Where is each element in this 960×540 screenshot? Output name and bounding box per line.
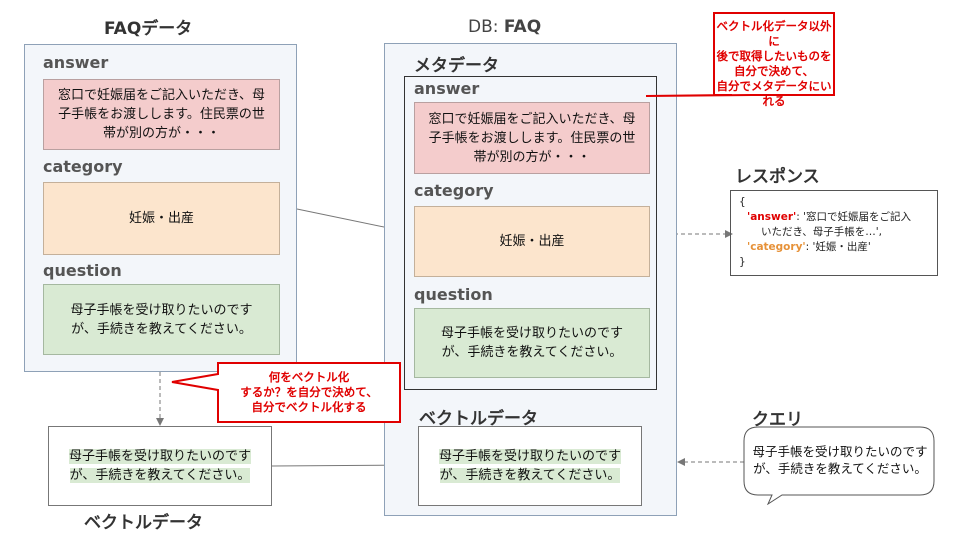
left-vector-box: 母子手帳を受け取りたいのですが、手続きを教えてください。 bbox=[48, 426, 272, 506]
query-title: クエリ bbox=[752, 410, 803, 430]
response-title: レスポンス bbox=[735, 167, 820, 187]
faq-question-text: 母子手帳を受け取りたいのですが、手続きを教えてください。 bbox=[70, 302, 253, 337]
faq-data-title: FAQデータ bbox=[104, 19, 193, 39]
db-category-text: 妊娠・出産 bbox=[499, 234, 565, 249]
query-bubble bbox=[743, 426, 935, 505]
faq-category-text: 妊娠・出産 bbox=[128, 211, 194, 226]
db-question-label: question bbox=[414, 285, 493, 304]
left-vector-text: 母子手帳を受け取りたいのですが、手続きを教えてください。 bbox=[68, 449, 251, 483]
db-vector-title: ベクトルデータ bbox=[419, 409, 538, 429]
left-vector-title: ベクトルデータ bbox=[84, 513, 203, 533]
db-vector-box: 母子手帳を受け取りたいのですが、手続きを教えてください。 bbox=[418, 426, 642, 506]
faq-category-label: category bbox=[43, 157, 123, 176]
callout-mid-text: 何をベクトル化 するか？を自分で決めて、 自分でベクトル化する bbox=[240, 370, 378, 414]
callout-top-text: ベクトル化データ以外に 後で取得したいものを 自分で決めて、 自分でメタデータに… bbox=[716, 19, 832, 108]
db-question-box: 母子手帳を受け取りたいのですが、手続きを教えてください。 bbox=[414, 308, 650, 378]
db-answer-box: 窓口で妊娠届をご記入いただき、母子手帳をお渡しします。住民票の世帯が別の方が・・… bbox=[414, 102, 650, 174]
response-box: { 'answer': '窓口で妊娠届をご記入 いただき、母子手帳を…', 'c… bbox=[730, 190, 938, 276]
db-vector-text: 母子手帳を受け取りたいのですが、手続きを教えてください。 bbox=[438, 449, 621, 483]
db-title: DB: FAQ bbox=[468, 17, 542, 37]
db-meta-frame bbox=[404, 76, 657, 390]
db-question-text: 母子手帳を受け取りたいのですが、手続きを教えてください。 bbox=[440, 326, 623, 360]
db-answer-label: answer bbox=[414, 79, 480, 98]
query-text: 母子手帳を受け取りたいのですが、手続きを教えてください。 bbox=[752, 444, 928, 476]
faq-question-box: 母子手帳を受け取りたいのですが、手続きを教えてください。 bbox=[43, 284, 280, 355]
faq-answer-label: answer bbox=[43, 53, 109, 72]
faq-answer-text: 窓口で妊娠届をご記入いただき、母子手帳をお渡しします。住民票の世帯が別の方が・・… bbox=[57, 88, 266, 141]
callout-top-shape bbox=[645, 12, 835, 97]
callout-mid-shape bbox=[171, 362, 401, 423]
faq-question-label: question bbox=[43, 261, 122, 280]
db-answer-text: 窓口で妊娠届をご記入いただき、母子手帳をお渡しします。住民票の世帯が別の方が・・… bbox=[428, 111, 636, 165]
db-category-label: category bbox=[414, 181, 494, 200]
faq-category-box: 妊娠・出産 bbox=[43, 182, 280, 255]
faq-answer-box: 窓口で妊娠届をご記入いただき、母子手帳をお渡しします。住民票の世帯が別の方が・・… bbox=[43, 79, 280, 150]
db-category-box: 妊娠・出産 bbox=[414, 206, 650, 277]
db-meta-title: メタデータ bbox=[414, 56, 499, 76]
